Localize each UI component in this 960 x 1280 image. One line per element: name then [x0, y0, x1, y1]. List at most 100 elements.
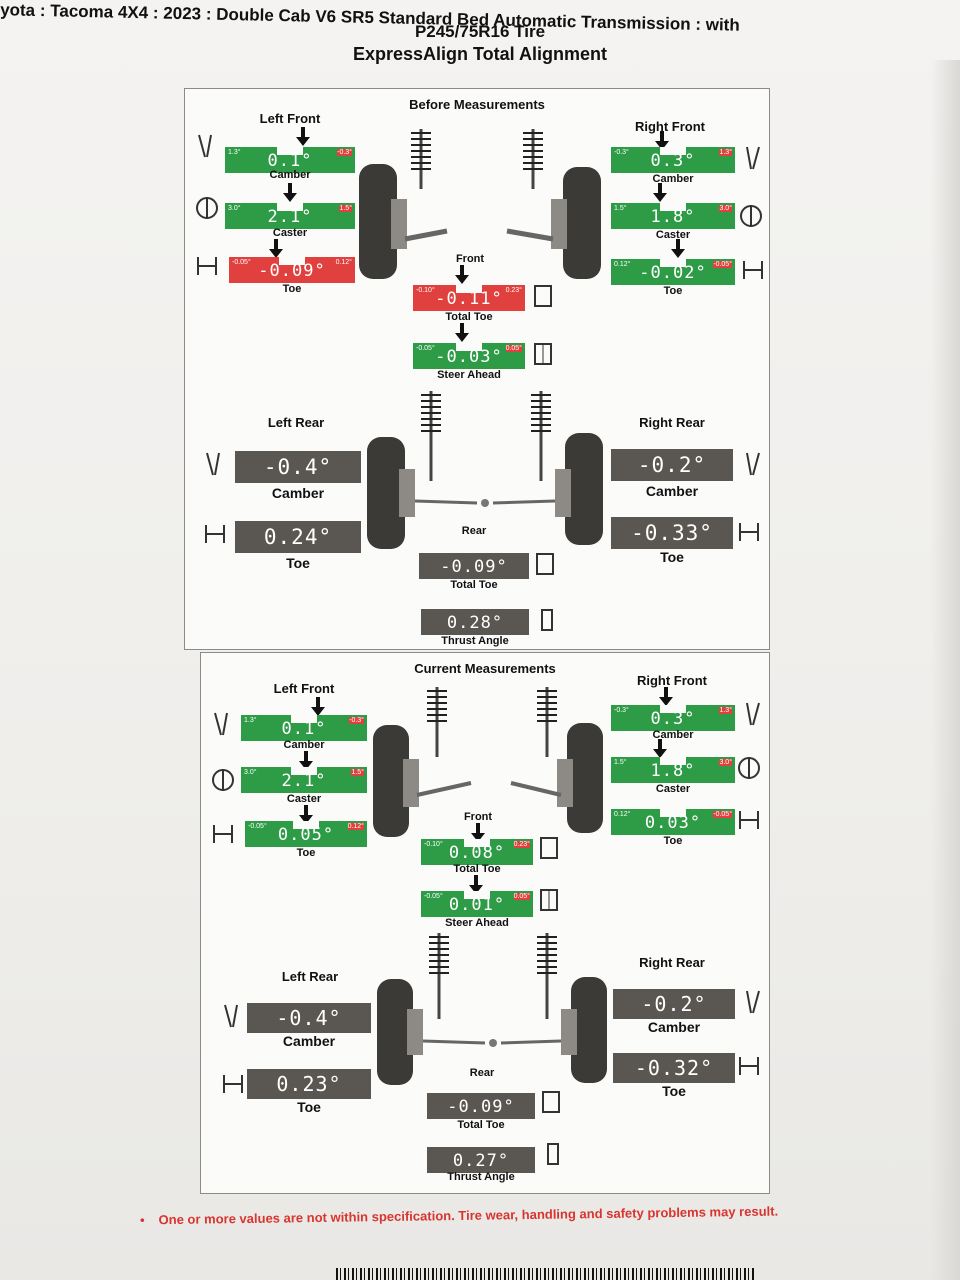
- lr-toe-gauge: 0.23°: [247, 1069, 371, 1099]
- rr-toe-gauge: -0.33°: [611, 517, 733, 549]
- out-of-spec-warning: • One or more values are not within speci…: [140, 1204, 778, 1228]
- rr-camber-gauge: -0.2°: [611, 449, 733, 481]
- camber-caption: Camber: [282, 1033, 336, 1049]
- thrust-angle-caption: Thrust Angle: [441, 635, 509, 647]
- lr-camber-gauge: -0.4°: [235, 451, 361, 483]
- camber-caption: Camber: [283, 739, 325, 751]
- panel-title: Current Measurements: [414, 661, 556, 676]
- caster-caption: Caster: [286, 793, 322, 805]
- toe-caption: Toe: [662, 1083, 686, 1099]
- total-toe-caption: Total Toe: [445, 311, 493, 323]
- steer-ahead-caption: Steer Ahead: [445, 917, 509, 929]
- lr-camber-gauge: -0.4°: [247, 1003, 371, 1033]
- left-rear-label: Left Rear: [281, 969, 339, 984]
- thrust-angle-gauge: 0.27°: [427, 1147, 535, 1173]
- steer-ahead-gauge: -0.05° 0.05° 0.01°: [421, 891, 533, 917]
- rr-toe-value: -0.33°: [631, 521, 713, 545]
- current-measurements-panel: Current Measurements Left Front Right Fr…: [200, 652, 770, 1194]
- toe-icon: [221, 1071, 243, 1097]
- lf-toe-gauge: -0.05° 0.12° -0.09°: [229, 257, 355, 283]
- target-arrow: [455, 323, 469, 342]
- caster-caption: Caster: [655, 783, 691, 795]
- toe-caption: Toe: [282, 283, 302, 295]
- front-total-toe-gauge: -0.10° 0.23° 0.08°: [421, 839, 533, 865]
- steer-ahead-caption: Steer Ahead: [437, 369, 501, 381]
- total-toe-caption: Total Toe: [450, 579, 498, 591]
- target-arrow: [299, 805, 313, 824]
- rear-suspension-diagram: [367, 391, 603, 549]
- panel-title: Before Measurements: [409, 97, 545, 112]
- rear-axle-label: Rear: [461, 525, 487, 537]
- lf-toe-value: -0.09°: [258, 261, 326, 281]
- steer-ahead-gauge: -0.05° 0.05° -0.03°: [413, 343, 525, 369]
- rear-suspension-diagram: [377, 933, 607, 1085]
- lr-camber-value: -0.4°: [276, 1006, 342, 1030]
- toe-icon: [737, 1053, 759, 1079]
- toe-caption: Toe: [296, 847, 316, 859]
- camber-icon: [741, 145, 763, 171]
- target-arrow: [269, 239, 283, 258]
- warning-text: One or more values are not within specif…: [158, 1203, 779, 1228]
- left-front-label: Left Front: [259, 111, 321, 126]
- target-arrow: [653, 739, 667, 758]
- toe-icon: [211, 821, 233, 847]
- vehicle-toe-icon: [533, 551, 555, 577]
- lf-caster-value: 2.1°: [267, 207, 313, 227]
- rr-toe-gauge: -0.32°: [613, 1053, 735, 1083]
- toe-caption: Toe: [286, 555, 310, 571]
- toe-icon: [737, 519, 759, 545]
- camber-icon: [221, 1003, 243, 1029]
- thrust-angle-gauge: 0.28°: [421, 609, 529, 635]
- rf-toe-value: -0.02°: [639, 263, 707, 283]
- vehicle-toe-icon: [537, 835, 559, 861]
- toe-icon: [737, 807, 759, 833]
- target-arrow: [655, 131, 669, 150]
- lf-caster-value: 2.1°: [281, 771, 327, 791]
- rf-toe-gauge: 0.12° -0.05° -0.02°: [611, 259, 735, 285]
- lr-toe-value: 0.24°: [263, 525, 333, 549]
- rear-total-toe-value: -0.09°: [440, 557, 508, 577]
- rf-toe-gauge: 0.12° -0.05° 0.03°: [611, 809, 735, 835]
- front-total-toe-value: -0.11°: [435, 289, 503, 309]
- rear-total-toe-value: -0.09°: [447, 1097, 515, 1117]
- toe-caption: Toe: [660, 549, 684, 565]
- lf-camber-gauge: 1.3° -0.3° 0.1°: [241, 715, 367, 741]
- before-measurements-panel: Before Measurements Left Front Right Fro…: [184, 88, 770, 650]
- total-toe-caption: Total Toe: [457, 1119, 505, 1131]
- caster-caption: Caster: [272, 227, 308, 239]
- report-title: ExpressAlign Total Alignment: [352, 44, 608, 64]
- front-axle-label: Front: [455, 253, 485, 265]
- thrust-angle-icon: [541, 1141, 563, 1167]
- front-suspension-diagram: [373, 687, 603, 837]
- lr-toe-gauge: 0.24°: [235, 521, 361, 553]
- target-arrow: [311, 697, 325, 716]
- toe-caption: Toe: [663, 285, 683, 297]
- steer-ahead-value: -0.03°: [435, 347, 503, 367]
- lf-camber-value: 0.1°: [281, 719, 327, 739]
- caster-caption: Caster: [655, 229, 691, 241]
- toe-icon: [195, 253, 217, 279]
- rf-caster-gauge: 1.5° 3.0° 1.8°: [611, 203, 735, 229]
- thrust-angle-value: 0.28°: [446, 613, 504, 633]
- rear-total-toe-gauge: -0.09°: [419, 553, 529, 579]
- front-total-toe-gauge: -0.10° 0.23° -0.11°: [413, 285, 525, 311]
- camber-icon: [741, 989, 763, 1015]
- target-arrow: [283, 183, 297, 202]
- right-front-label: Right Front: [636, 673, 708, 688]
- front-total-toe-value: 0.08°: [448, 843, 506, 863]
- warning-bullet: •: [139, 1212, 145, 1228]
- caster-icon: [737, 755, 760, 781]
- lr-camber-value: -0.4°: [263, 455, 333, 479]
- target-arrow: [671, 239, 685, 258]
- front-axle-label: Front: [463, 811, 493, 823]
- rr-camber-value: -0.2°: [637, 453, 707, 477]
- lf-camber-value: 0.1°: [267, 151, 313, 171]
- vehicle-toe-icon: [539, 1089, 561, 1115]
- vehicle-toe-icon: [531, 283, 553, 309]
- lf-caster-gauge: 3.0° 1.5° 2.1°: [241, 767, 367, 793]
- right-front-label: Right Front: [634, 119, 706, 134]
- steer-ahead-value: 0.01°: [448, 895, 506, 915]
- camber-icon: [741, 701, 763, 727]
- lf-camber-gauge: 1.3° -0.3° 0.1°: [225, 147, 355, 173]
